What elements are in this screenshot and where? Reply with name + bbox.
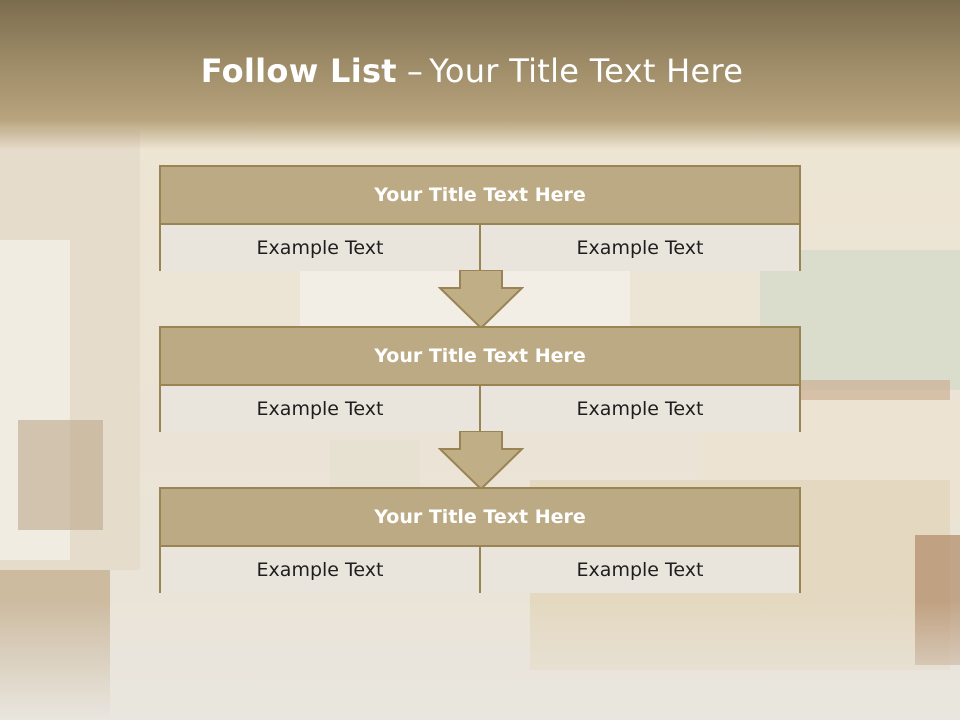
- title-rest: Your Title Text Here: [429, 52, 744, 90]
- title-bold: Follow List: [200, 52, 397, 90]
- down-arrow-icon: [438, 270, 524, 330]
- slide-title: Follow List–Your Title Text Here: [0, 52, 944, 90]
- step-3-right-text: Example Text: [479, 547, 799, 593]
- down-arrow-icon: [438, 431, 524, 491]
- step-block-2: Your Title Text Here Example Text Exampl…: [159, 326, 801, 432]
- step-1-left-text: Example Text: [161, 225, 479, 271]
- step-block-1: Your Title Text Here Example Text Exampl…: [159, 165, 801, 271]
- step-2-left-text: Example Text: [161, 386, 479, 432]
- step-title-1: Your Title Text Here: [161, 167, 799, 225]
- header-band: [0, 0, 960, 150]
- step-block-3: Your Title Text Here Example Text Exampl…: [159, 487, 801, 593]
- title-dash: –: [406, 52, 424, 90]
- step-row-1: Example Text Example Text: [161, 225, 799, 271]
- step-3-left-text: Example Text: [161, 547, 479, 593]
- step-1-right-text: Example Text: [479, 225, 799, 271]
- step-2-right-text: Example Text: [479, 386, 799, 432]
- step-row-2: Example Text Example Text: [161, 386, 799, 432]
- step-title-3: Your Title Text Here: [161, 489, 799, 547]
- step-title-2: Your Title Text Here: [161, 328, 799, 386]
- step-row-3: Example Text Example Text: [161, 547, 799, 593]
